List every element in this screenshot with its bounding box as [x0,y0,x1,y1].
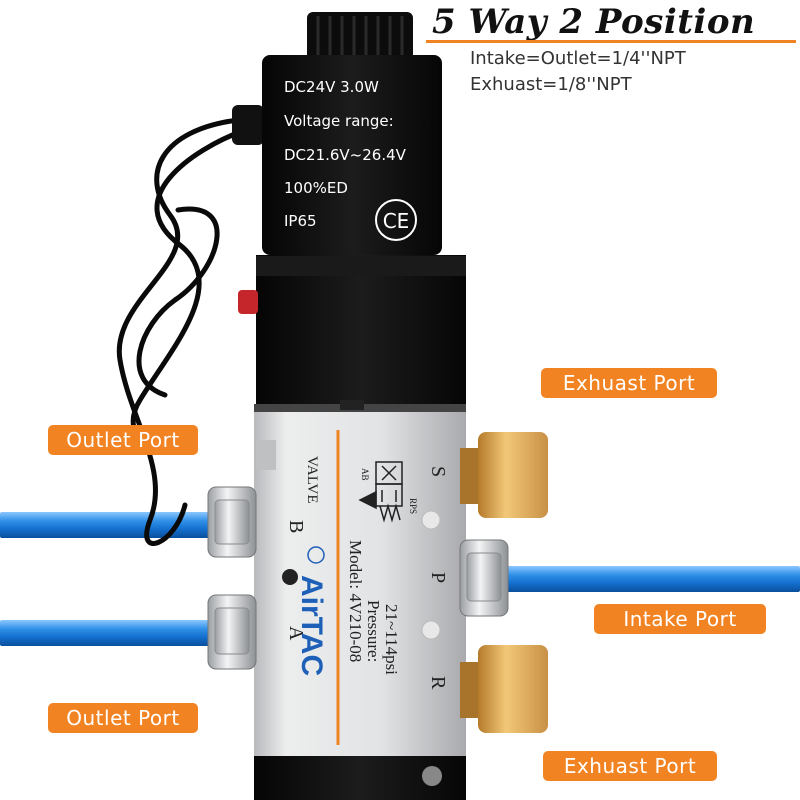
valve-body [254,410,466,766]
title: 5 Way 2 Position [432,2,756,42]
port-label-r: R [427,676,449,690]
exhaust-muffler-top [478,432,548,518]
pilot-block [256,255,466,415]
callout-exhaust-port-top: Exhuast Port [541,368,717,398]
ce-mark: CE [383,209,410,233]
valve-symbol [358,461,403,523]
spec-exhaust: Exhuast=1/8''NPT [470,74,632,95]
port-label-s: S [427,466,449,477]
outlet-b-hose [0,512,230,538]
coil-line-4: 100%ED [284,179,348,197]
symbol-ab: AB [360,468,370,481]
symbol-rps: RPS [408,498,418,514]
end-screw [422,766,442,786]
port-label-p: P [427,572,449,583]
port-label-b: B [285,520,307,533]
title-underline [426,40,796,43]
pressure-value: 21~114psi [382,604,401,675]
model-text: Model: 4V210-08 [346,540,365,662]
outlet-a-hose [0,620,230,646]
callout-outlet-port-bottom: Outlet Port [48,703,198,733]
brand-logo: AirTAC [295,575,328,676]
exhaust-muffler-bottom [478,645,548,733]
brand-sub: VALVE [304,456,320,504]
coil-knob [307,12,413,60]
registered-mark [307,546,325,564]
coil-line-5: IP65 [284,212,317,230]
ce-mark-ring [375,199,417,241]
pressure-label: Pressure: [364,600,383,662]
intake-hose [500,566,800,592]
coil-line-2: Voltage range: [284,112,394,130]
solenoid-coil [262,55,442,255]
callout-intake-port: Intake Port [594,604,766,634]
coil-line-3: DC21.6V~26.4V [284,146,407,164]
cable-gland [232,105,264,145]
callout-outlet-port-top: Outlet Port [48,425,198,455]
pilot-port-hole [282,569,298,585]
spec-intake-outlet: Intake=Outlet=1/4''NPT [470,48,686,69]
coil-line-1: DC24V 3.0W [284,78,379,96]
manual-override-button[interactable] [238,290,258,314]
port-label-a: A [285,626,307,641]
callout-exhaust-port-bottom: Exhuast Port [543,751,717,781]
cable [116,117,248,546]
